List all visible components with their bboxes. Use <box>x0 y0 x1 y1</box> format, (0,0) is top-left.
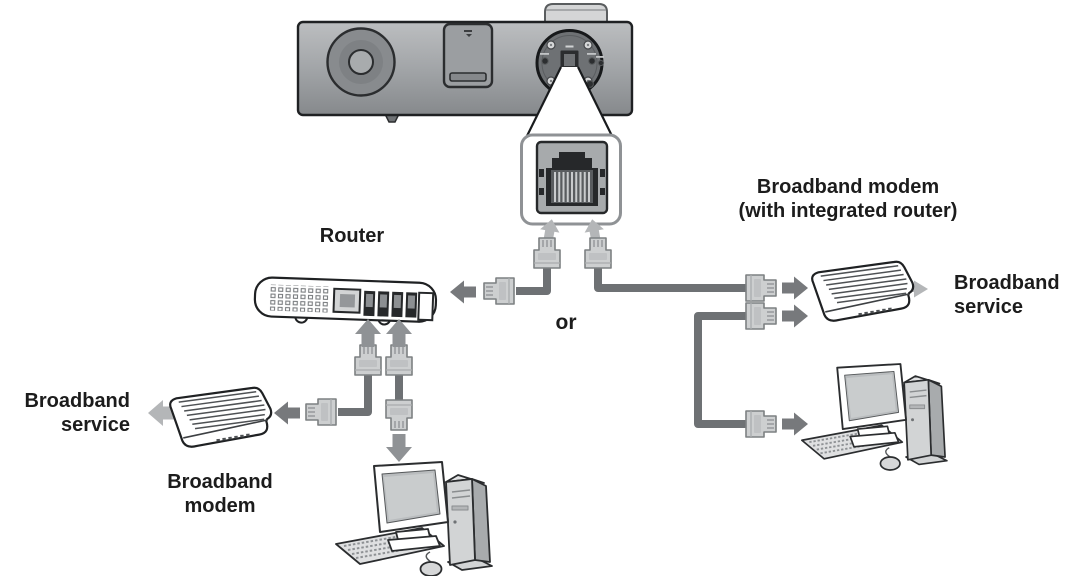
ethernet-plug <box>385 399 413 431</box>
computer-illustration-left <box>335 461 493 576</box>
connector-panel <box>535 29 605 97</box>
broadband-modem-illustration-right <box>810 259 917 324</box>
router-illustration <box>253 276 438 326</box>
broadband-service-left-line2: service <box>61 414 130 436</box>
lan-cable-to-modem <box>594 262 746 292</box>
router-ports <box>332 287 435 322</box>
dock-stand-door <box>442 22 494 89</box>
callout-funnel <box>525 66 614 139</box>
broadband-modem-left-label: Broadband modem <box>156 470 284 518</box>
broadband-modem-integrated-label-line2: (with integrated router) <box>738 200 958 222</box>
router-vents <box>269 284 331 313</box>
arrow-into-pc-right <box>782 412 808 436</box>
ethernet-plug <box>745 274 777 302</box>
broadband-modem-illustration-left <box>168 385 275 450</box>
product-top-handle <box>544 3 608 24</box>
arrow-into-router <box>450 280 476 304</box>
broadband-service-left-label: Broadband service <box>6 389 130 437</box>
ethernet-plug <box>354 344 382 376</box>
broadband-service-left-line1: Broadband <box>24 390 130 412</box>
broadband-modem-left-line1: Broadband <box>167 471 273 493</box>
arrow-into-modem-right-1 <box>782 276 808 300</box>
broadband-modem-left-line2: modem <box>184 495 256 517</box>
rj45-pins <box>554 172 590 202</box>
arrow-down-to-pc-left <box>386 434 412 462</box>
ethernet-plug <box>745 410 777 438</box>
ethernet-plug <box>584 237 612 269</box>
computer-illustration-right <box>800 363 948 471</box>
arrow-up-into-router-2 <box>386 319 412 347</box>
arrow-into-modem-left <box>274 401 300 425</box>
broadband-modem-integrated-label-line1: Broadband modem <box>756 176 940 198</box>
arrow-up-into-router-1 <box>355 319 381 347</box>
router-label: Router <box>319 225 385 247</box>
speaker-driver <box>326 27 396 97</box>
or-label: or <box>555 311 577 334</box>
broadband-service-right-line2: service <box>954 296 1023 318</box>
ethernet-plug <box>305 398 337 426</box>
ethernet-plug <box>745 302 777 330</box>
router-to-modem-cable <box>338 372 372 416</box>
lan-port <box>560 45 579 70</box>
ethernet-plug <box>533 237 561 269</box>
broadband-service-right-line1: Broadband <box>954 272 1060 294</box>
lan-port-magnified <box>520 133 622 226</box>
ethernet-plug <box>385 344 413 376</box>
lan-cable-to-router <box>516 262 551 295</box>
modem-to-pc-cable <box>694 312 746 428</box>
broadband-modem-integrated-label: Broadband modem (with integrated router) <box>714 175 982 223</box>
arrow-into-modem-right-2 <box>782 304 808 328</box>
ethernet-plug <box>483 277 515 305</box>
broadband-service-right-label: Broadband service <box>954 271 1084 319</box>
product-rear-view <box>296 3 634 123</box>
